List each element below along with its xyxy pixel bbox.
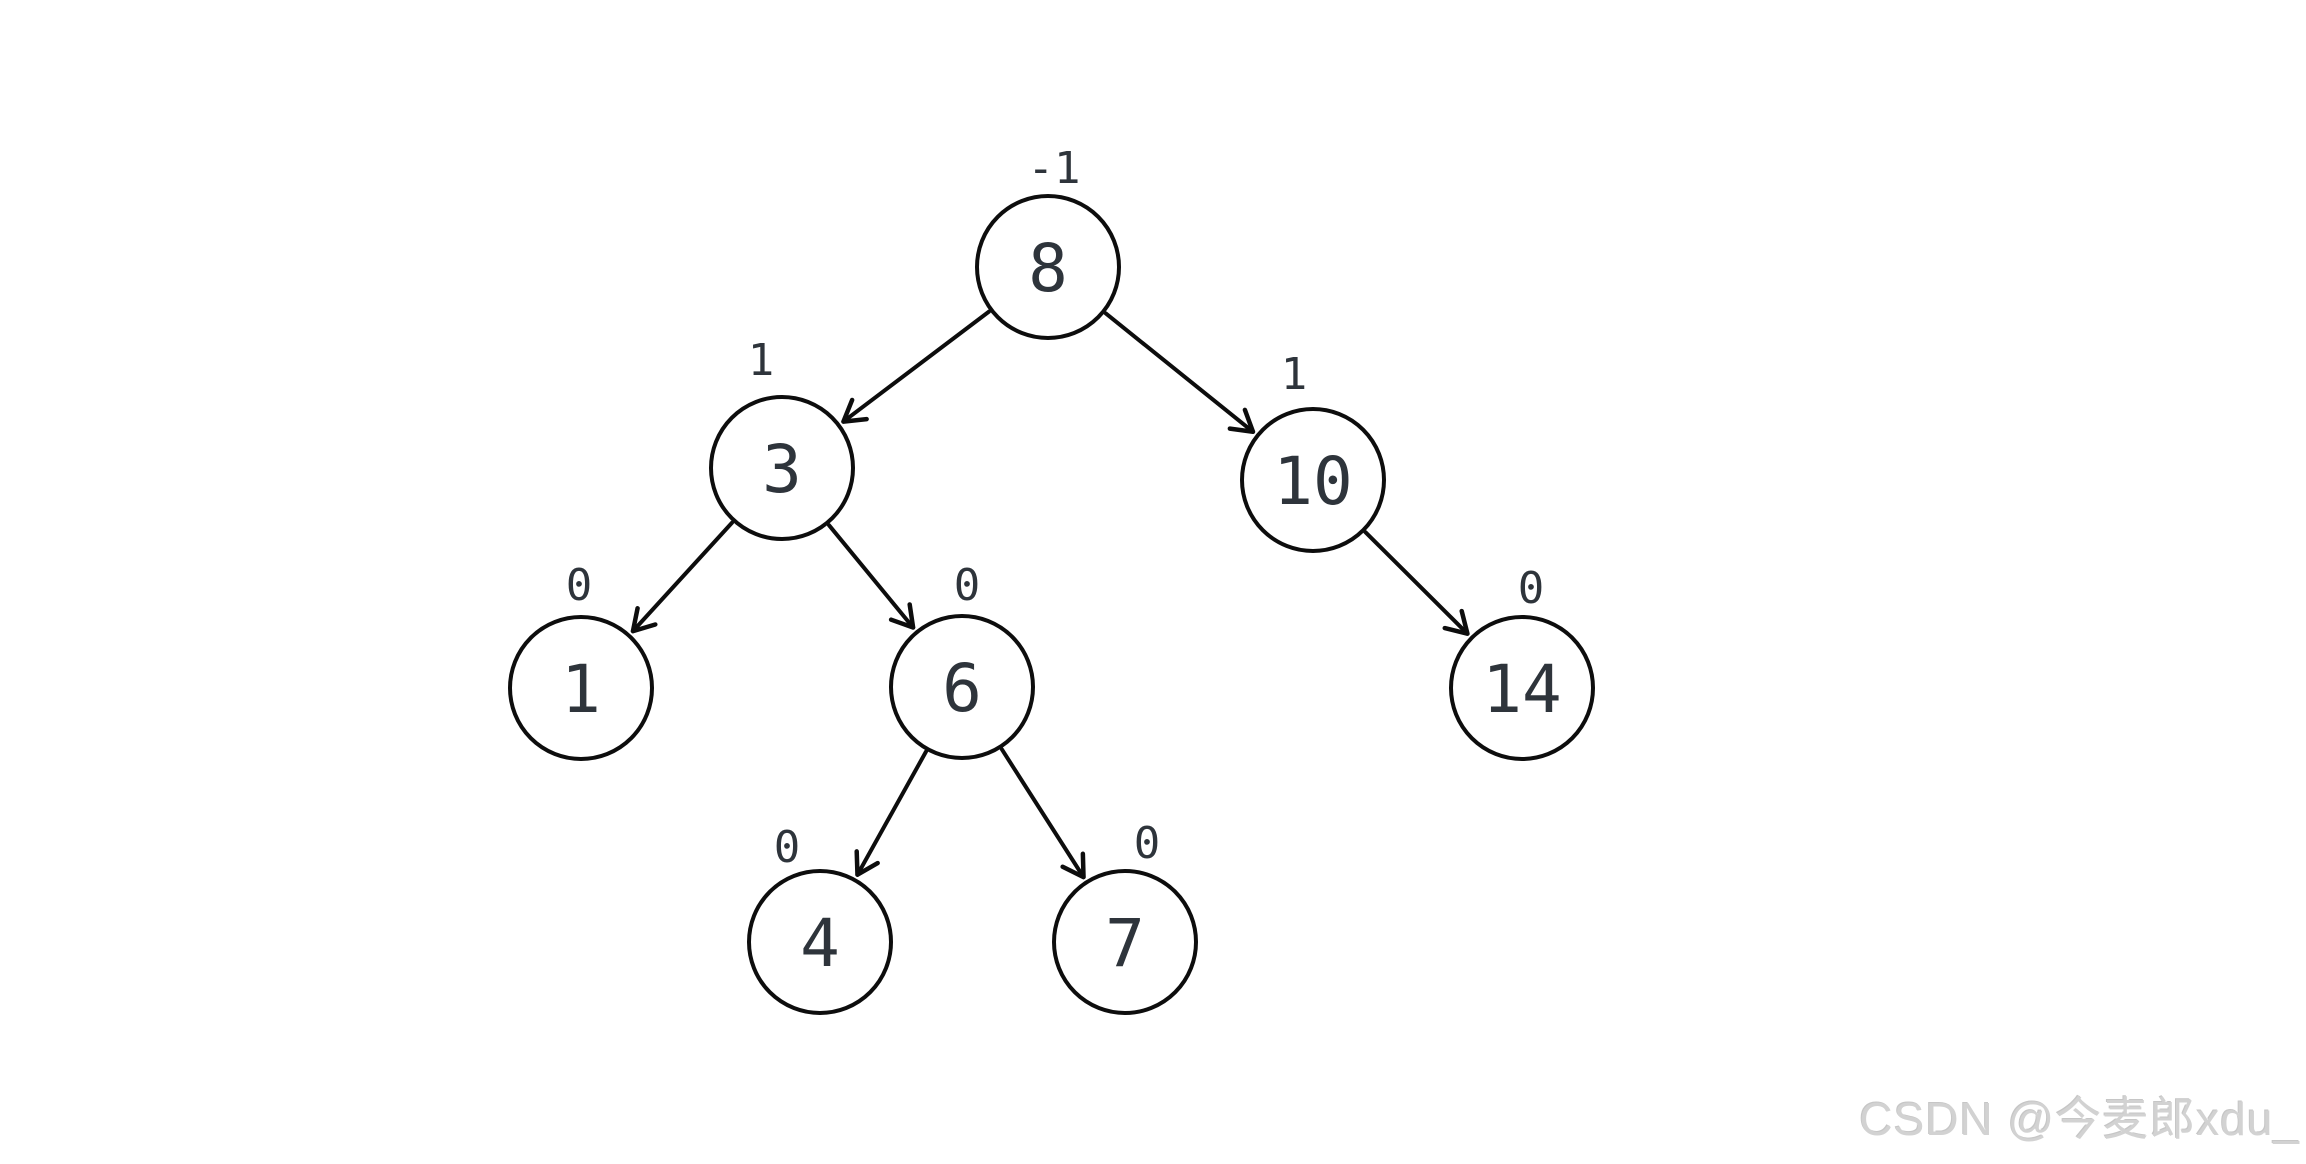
edge-8-3 — [841, 309, 991, 424]
tree-node-10: 10 1 — [1240, 349, 1386, 553]
tree-node-7: 70 — [1052, 818, 1198, 1015]
edge-8-10 — [1103, 311, 1256, 435]
edges-layer — [630, 309, 1470, 880]
balance-factor-label-10: 1 — [1281, 349, 1308, 400]
tree-node-3: 31 — [709, 335, 855, 541]
edge-6-7 — [999, 747, 1086, 880]
node-circle-6 — [889, 614, 1035, 760]
balance-factor-label-4: 0 — [774, 822, 801, 873]
node-value-6: 6 — [942, 650, 982, 727]
edge-6-4 — [854, 749, 928, 877]
node-value-1: 1 — [561, 651, 601, 728]
edge-10-14 — [1363, 530, 1470, 636]
tree-node-1: 10 — [508, 560, 654, 761]
node-value-8: 8 — [1028, 230, 1068, 307]
node-circle-8 — [975, 194, 1121, 340]
balance-factor-label-7: 0 — [1134, 818, 1161, 869]
balance-factor-label-3: 1 — [748, 335, 775, 386]
node-circle-10 — [1240, 407, 1386, 553]
node-circle-3 — [709, 395, 855, 541]
node-circle-1 — [508, 615, 654, 761]
tree-node-4: 40 — [747, 822, 893, 1015]
node-value-14: 14 — [1482, 651, 1561, 728]
balance-factor-label-8: -1 — [1028, 143, 1081, 194]
balance-factor-label-6: 0 — [954, 560, 981, 611]
node-circle-14 — [1449, 615, 1595, 761]
edge-3-6 — [826, 523, 916, 630]
balance-factor-label-14: 0 — [1518, 563, 1545, 614]
node-circle-7 — [1052, 869, 1198, 1015]
node-value-3: 3 — [762, 431, 802, 508]
node-circle-4 — [747, 869, 893, 1015]
node-value-10: 10 — [1273, 443, 1352, 520]
tree-node-14: 14 0 — [1449, 563, 1595, 761]
tree-node-6: 60 — [889, 560, 1035, 760]
node-value-4: 4 — [800, 905, 840, 982]
watermark: CSDN @今麦郎xdu_ — [1859, 1093, 2300, 1145]
tree-node-8: 8 -1 — [975, 143, 1121, 340]
balance-factor-label-1: 0 — [566, 560, 593, 611]
edge-3-1 — [630, 520, 735, 634]
node-value-7: 7 — [1105, 905, 1145, 982]
